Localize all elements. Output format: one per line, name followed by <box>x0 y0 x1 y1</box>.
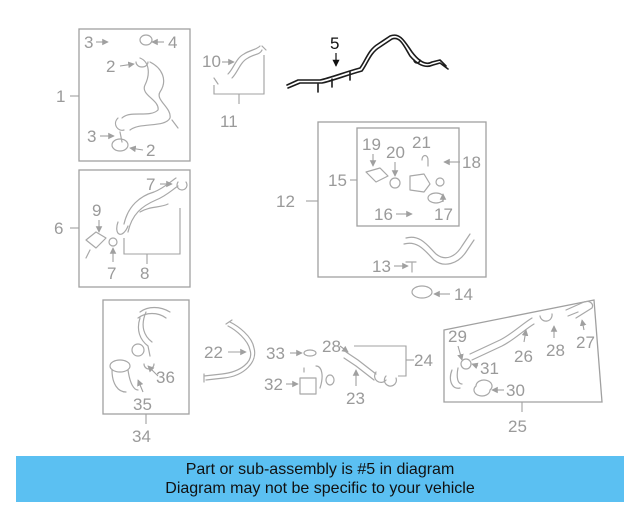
group-11-small-hose: 10 11 <box>202 45 267 131</box>
callout-17: 17 <box>434 205 453 224</box>
callout-34: 34 <box>132 427 151 446</box>
callout-11: 11 <box>220 112 238 131</box>
group-6-thermostat-hose: 6 7 9 7 8 <box>54 169 191 288</box>
callout-26: 26 <box>514 347 533 366</box>
parts-diagram: 1 3 4 2 3 2 10 11 5 6 7 9 7 <box>54 28 603 446</box>
callout-22: 22 <box>204 343 223 362</box>
group-24-heater-hose-assembly: 33 28 24 32 23 <box>264 337 433 408</box>
callout-6: 6 <box>54 219 63 238</box>
callout-21: 21 <box>412 133 431 152</box>
group-1-upper-hose-assembly: 1 3 4 2 3 2 <box>56 28 191 162</box>
callout-18: 18 <box>462 153 481 172</box>
callout-3-top: 3 <box>84 33 93 52</box>
callout-2-bottom: 2 <box>146 141 155 160</box>
callout-2-top: 2 <box>106 57 115 76</box>
callout-14: 14 <box>454 285 473 304</box>
part-5-coolant-pipe-highlighted: 5 <box>286 34 449 93</box>
part-22-bypass-pipe: 22 <box>203 319 256 383</box>
callout-19: 19 <box>362 135 381 154</box>
callout-25: 25 <box>508 417 527 436</box>
callout-4: 4 <box>168 33 177 52</box>
callout-28-right: 28 <box>546 341 565 360</box>
callout-9: 9 <box>92 201 101 220</box>
callout-5: 5 <box>330 34 339 53</box>
callout-23: 23 <box>346 389 365 408</box>
group-12-water-outlet-assembly: 12 15 19 20 21 18 16 17 13 14 <box>276 121 487 304</box>
callout-24: 24 <box>414 351 433 370</box>
callout-32: 32 <box>264 375 283 394</box>
callout-31: 31 <box>480 359 499 378</box>
banner-line-part: Part or sub-assembly is #5 in diagram <box>185 461 455 478</box>
callout-15: 15 <box>328 171 347 190</box>
callout-7-top: 7 <box>146 175 155 194</box>
callout-33: 33 <box>266 344 285 363</box>
callout-29: 29 <box>448 327 467 346</box>
callout-16: 16 <box>374 205 393 224</box>
callout-35: 35 <box>133 395 152 414</box>
banner-line-disclaimer: Diagram may not be specific to your vehi… <box>165 480 475 497</box>
callout-3-bottom: 3 <box>87 127 96 146</box>
group-34-lower-hose-assembly: 34 35 36 <box>102 299 190 446</box>
callout-28-left: 28 <box>322 337 341 356</box>
callout-1: 1 <box>56 87 65 106</box>
group-25-radiator-hose-assembly: 25 29 31 26 28 27 30 <box>443 299 603 436</box>
callout-30: 30 <box>506 381 525 400</box>
callout-7-bottom: 7 <box>107 264 116 283</box>
callout-12: 12 <box>276 192 295 211</box>
callout-20: 20 <box>386 143 405 162</box>
callout-8: 8 <box>140 264 149 283</box>
callout-36: 36 <box>156 368 175 387</box>
callout-13: 13 <box>372 257 391 276</box>
callout-10: 10 <box>202 52 221 71</box>
callout-27: 27 <box>576 333 595 352</box>
info-banner: Part or sub-assembly is #5 in diagram Di… <box>16 456 624 502</box>
